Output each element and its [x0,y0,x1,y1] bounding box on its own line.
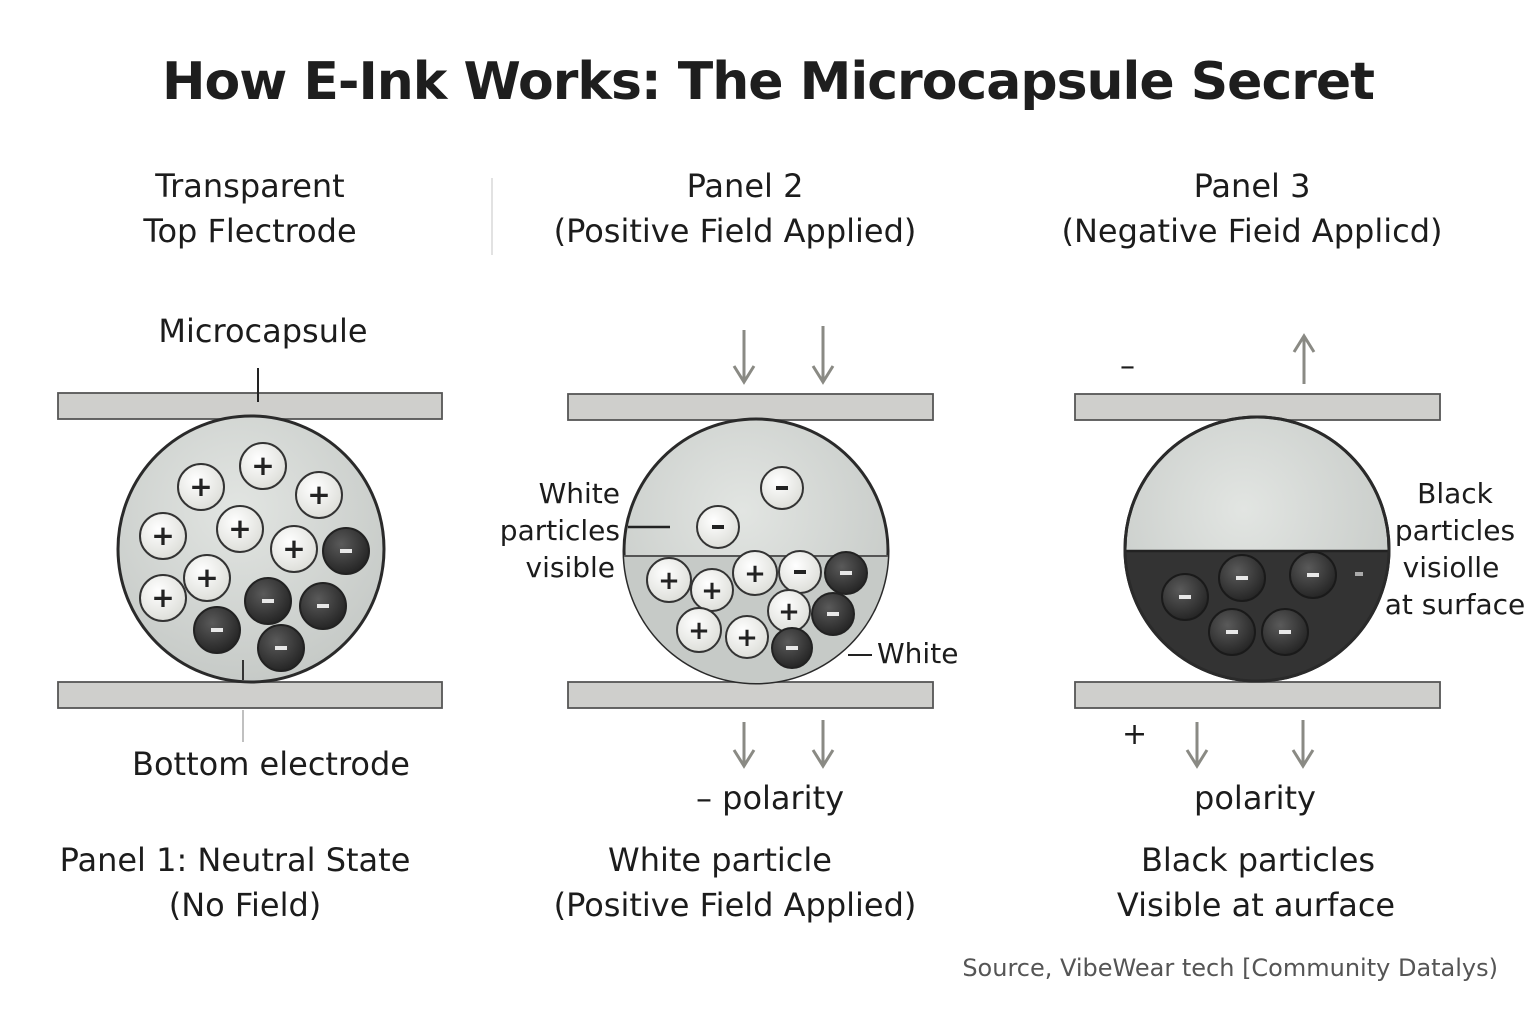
panel1-white-particle: + [177,463,225,511]
panel3-bottom-electrode [1074,681,1441,709]
panel1-white-particle: + [139,512,187,560]
panel2-caption-line1: White particle [608,841,832,879]
panel3-caption-line2: Visible at aurface [1116,886,1396,924]
svg-text:+: + [189,470,212,503]
panel1-white-particle: + [295,471,343,519]
panel1-black-particle [257,624,305,672]
panel2-white-particle: + [725,615,769,659]
svg-text:+: + [251,449,274,482]
panel3-header-line1: Panel 3 [1193,167,1311,205]
panel1-black-particle [322,527,370,575]
panel2-white-particle: + [646,557,692,603]
panel2-white-particle [696,505,740,549]
panel1-microcapsule-label: Microcapsule [158,312,368,350]
panel2-left-callout-line1: White [538,477,620,510]
panel2-top-electrode [567,393,934,421]
panel2-left-callout-line3: visible [525,551,616,584]
panel1-top-label-line1: Transparent [155,167,345,205]
panel2-caption-line2: (Positive Field Applied) [553,886,917,924]
source-credit: Source, VibeWear tech [Community Datalys… [962,954,1498,982]
panel3-polarity-label: polarity [1194,779,1316,817]
panel1-white-particle: + [239,442,287,490]
panel3-top-sign: – [1120,349,1135,384]
panel2-polarity-label: – polarity [695,779,845,817]
panel2-black-particle [824,551,868,595]
down-arrow-icon [732,722,756,769]
panel2-white-particle: + [732,550,778,596]
panel3-right-callout-line3: visiolle [1402,551,1500,584]
panel1-caption-line1: Panel 1: Neutral State [59,841,411,879]
svg-text:+: + [688,616,710,646]
svg-text:+: + [282,532,305,565]
panel3-header-line2: (Negative Fieid Applicd) [1061,212,1443,250]
svg-text:+: + [195,561,218,594]
panel2-left-callout-line2: particles [499,514,620,547]
panel2-right-callout: White [877,637,959,670]
svg-text:+: + [658,566,680,596]
panel1-top-electrode [57,392,443,420]
panel1-black-particle [244,577,292,625]
panel2-white-particle: + [767,589,811,633]
svg-text:+: + [778,597,800,627]
panel1-white-particle: + [183,554,231,602]
panel3-black-particle [1261,608,1309,656]
panel2-white-particle [778,550,822,594]
panel2-white-particle [760,466,804,510]
svg-text:+: + [228,512,251,545]
panel3-black-particle [1161,573,1209,621]
down-arrow-icon [732,330,756,385]
panel1-diagram: + + + + + + + + [57,368,443,742]
panel2-black-particle [771,627,813,669]
panel3-right-callout-line2: particles [1394,514,1516,547]
panel1-top-label-line2: Top Flectrode [143,212,357,250]
panel2-white-particle: + [676,607,722,653]
svg-text:+: + [307,478,330,511]
up-arrow-icon [1292,333,1316,384]
panel1-black-particle [299,582,347,630]
svg-text:+: + [151,581,174,614]
panel3-black-particle [1208,608,1256,656]
down-arrow-icon [811,326,835,385]
panel1-bottom-electrode-label: Bottom electrode [132,745,410,783]
panel2-diagram: + + + + + + [567,326,934,769]
svg-text:+: + [744,559,766,589]
down-arrow-icon [1185,722,1209,769]
panel1-black-particle [193,606,241,654]
panel3-caption-line1: Black particles [1140,841,1376,879]
down-arrow-icon [1291,720,1315,769]
page-title: How E-Ink Works: The Microcapsule Secret [161,52,1375,112]
panel3-diagram [1074,333,1441,769]
panel2-header-line1: Panel 2 [686,167,804,205]
svg-text:+: + [151,519,174,552]
panel3-black-particle [1218,554,1266,602]
svg-text:+: + [701,576,723,606]
panel1-white-particle: + [270,525,318,573]
panel3-black-particle [1289,551,1337,599]
panel2-white-particle: + [690,568,734,612]
panel2-header-line2: (Positive Field Applied) [553,212,917,250]
panel3-right-callout-line1: Black [1417,477,1493,510]
panel1-white-particle: + [216,505,264,553]
down-arrow-icon [811,720,835,769]
panel2-bottom-electrode [567,681,934,709]
svg-text:+: + [736,623,758,653]
panel2-black-particle [811,592,855,636]
panel3-right-callout-line4: at surface [1384,588,1526,621]
panel1-bottom-electrode [57,681,443,709]
panel3-bottom-sign: + [1122,717,1148,752]
panel1-caption-line2: (No Field) [168,886,322,924]
panel1-white-particle: + [139,574,187,622]
